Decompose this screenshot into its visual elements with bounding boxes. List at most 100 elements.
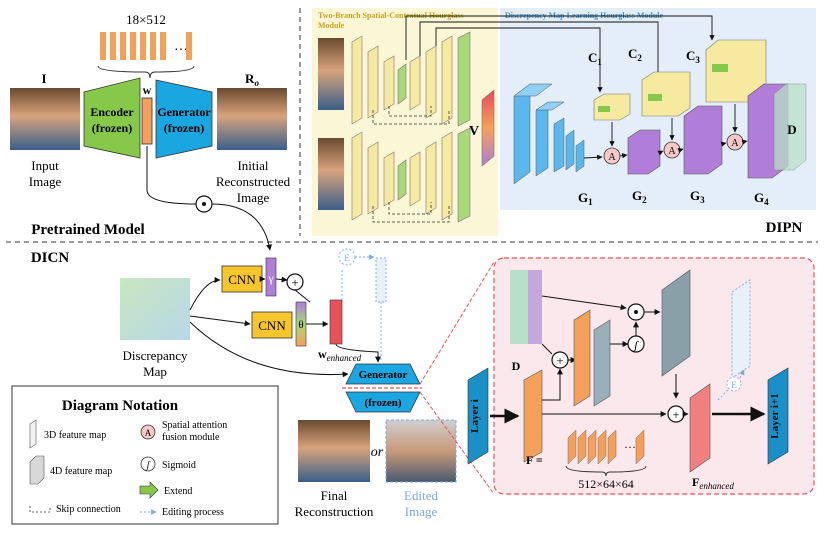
encoder-trapezoid [83, 77, 141, 159]
f-enhanced-block [689, 383, 711, 473]
svg-text:…: … [174, 39, 188, 54]
c3-label: C3 [686, 48, 700, 65]
notation-attention-label-1: Spatial attention [162, 420, 227, 431]
notation-editing-label: Editing process [162, 507, 224, 518]
layer-i-label: Layer i [469, 399, 481, 433]
g1-label: G1 [578, 190, 593, 207]
svg-text:ʃ: ʃ [145, 460, 151, 471]
g4-label: G4 [754, 190, 769, 207]
layer-i1-block [767, 367, 789, 465]
v-label: V [469, 124, 479, 139]
map-caption-1: Discrepancy [123, 348, 188, 363]
dicn-section: DICN Discrepancy Map CNN CNN γ + θ wenha… [31, 248, 815, 519]
fused-feature-map [593, 319, 611, 407]
w-enhanced-bar [329, 299, 343, 345]
cnn-gamma-box [221, 265, 263, 293]
edit-circle-e2 [726, 376, 742, 392]
pretrained-title: Pretrained Model [31, 222, 144, 238]
f-slices: … [567, 429, 645, 465]
dipn-encoder-blocks [513, 83, 585, 185]
map-caption-2: Map [143, 364, 167, 379]
notation-legend: Diagram Notation 3D feature map 4D featu… [11, 385, 279, 525]
generator-label-2: (frozen) [164, 121, 204, 135]
feature-map-f [523, 369, 543, 463]
w-enhanced-label: wenhanced [318, 347, 362, 363]
svg-text:+: + [556, 353, 563, 368]
f-dims-label: 512×64×64 [578, 477, 634, 491]
recon-caption-2: Reconstructed [216, 174, 291, 189]
svg-text:CNN: CNN [228, 272, 256, 287]
edited-feature-map [731, 279, 751, 379]
two-branch-title-2: Module [318, 21, 345, 30]
g2-label: G2 [632, 188, 647, 205]
branch-image-top [318, 38, 344, 110]
discrepancy-map-image [120, 278, 190, 340]
dicn-generator-bottom [345, 391, 421, 413]
svg-text:γ: γ [267, 271, 274, 285]
final-caption-2: Reconstruction [295, 504, 374, 519]
discrepancy-module-title: Discrepency Map Learning Hourglass Modul… [505, 11, 664, 20]
svg-text:+: + [672, 407, 679, 422]
notation-box [11, 385, 279, 525]
svg-text:Generator: Generator [359, 369, 408, 381]
skip-connection-icon [29, 506, 51, 513]
attention-feature-map [661, 269, 691, 377]
svg-text:A: A [668, 146, 676, 157]
hourglass-top [351, 31, 471, 127]
latent-brace [97, 65, 195, 79]
final-reconstruction-image [298, 420, 370, 482]
svg-text:A: A [608, 152, 616, 163]
d-label-dipn: D [787, 122, 796, 137]
gamma-bar [265, 257, 277, 297]
ro-label: Ro [245, 71, 259, 88]
svg-text:+: + [291, 275, 298, 290]
feature-4d-icon [29, 455, 45, 485]
discrepancy-map-d [773, 83, 807, 171]
latent-dims-label: 18×512 [126, 12, 166, 27]
hourglass-bottom [351, 127, 471, 223]
c-blocks [593, 39, 767, 121]
input-caption-1: Input [31, 158, 59, 173]
f-eq-label: F = [526, 453, 543, 467]
svg-text:CNN: CNN [258, 318, 286, 333]
sigmoid-icon [140, 456, 156, 472]
svg-text:E: E [731, 380, 737, 390]
c2-label: C2 [628, 46, 642, 63]
dipn-title: DIPN [766, 220, 803, 236]
two-branch-title-1: Two-Branch Spatial-Contextual Hourglass [318, 11, 464, 20]
input-caption-2: Image [29, 174, 62, 189]
layer-i-block [467, 367, 489, 465]
g-blocks [627, 83, 807, 179]
reconstructed-image [217, 88, 287, 150]
notation-extend-label: Extend [164, 486, 192, 497]
or-label: or [371, 445, 384, 460]
extend-icon [139, 481, 159, 499]
layer-i1-label: Layer i+1 [769, 393, 781, 438]
notation-attention-label-2: fusion module [162, 432, 220, 443]
input-image-label: I [41, 71, 46, 86]
g3-label: G3 [690, 188, 705, 205]
branch-image-bottom [318, 138, 344, 210]
svg-text:(frozen): (frozen) [364, 397, 401, 409]
recon-caption-1: Initial [237, 158, 268, 173]
dipn-section: Two-Branch Spatial-Contextual Hourglass … [312, 8, 816, 236]
d-label-dicn: D [512, 359, 521, 373]
notation-3d-label: 3D feature map [44, 430, 106, 441]
svg-text:θ: θ [298, 319, 303, 331]
attention-icon [140, 424, 156, 440]
recon-caption-3: Image [237, 190, 270, 205]
f-enhanced-label: Fenhanced [692, 475, 734, 491]
edited-caption-1: Edited [404, 488, 438, 503]
generator-label-1: Generator [157, 105, 211, 119]
svg-text:E: E [344, 253, 350, 263]
final-caption-1: Final [321, 488, 348, 503]
w-label: w [143, 83, 152, 97]
svg-text:A: A [145, 428, 152, 438]
c1-label: C1 [588, 50, 602, 67]
edited-latent-bar [375, 257, 387, 303]
edited-caption-2: Image [405, 504, 438, 519]
notation-4d-label: 4D feature map [50, 466, 112, 477]
latent-w-bar [141, 97, 153, 145]
